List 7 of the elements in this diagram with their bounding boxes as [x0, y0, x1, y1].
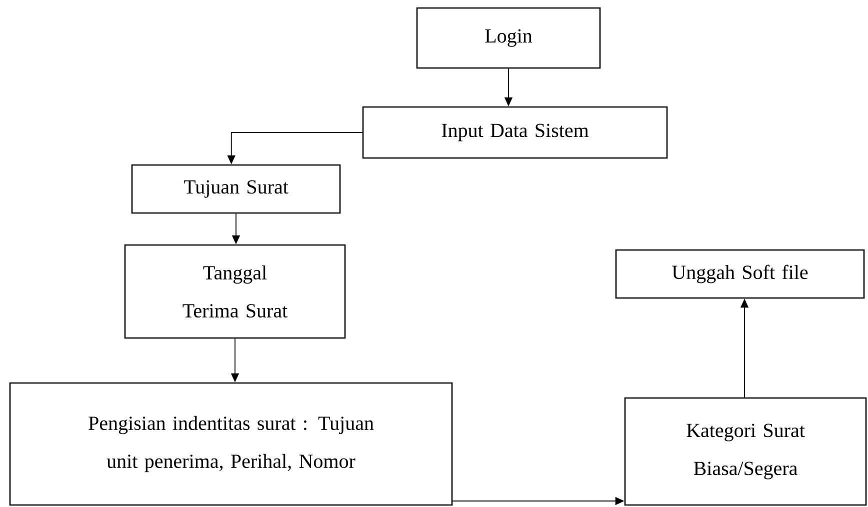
process-box: Kategori Surat Biasa/Segera — [624, 397, 867, 506]
process-box: Tujuan Surat — [131, 164, 341, 214]
process-box: Tanggal Terima Surat — [124, 244, 346, 339]
process-box: Input Data Sistem — [362, 106, 668, 159]
process-box: Pengisian indentitas surat : Tujuan unit penerima, Perihal, Nomor — [9, 382, 453, 506]
process-box: Login — [416, 7, 601, 69]
process-box: Unggah Soft file — [615, 249, 865, 299]
